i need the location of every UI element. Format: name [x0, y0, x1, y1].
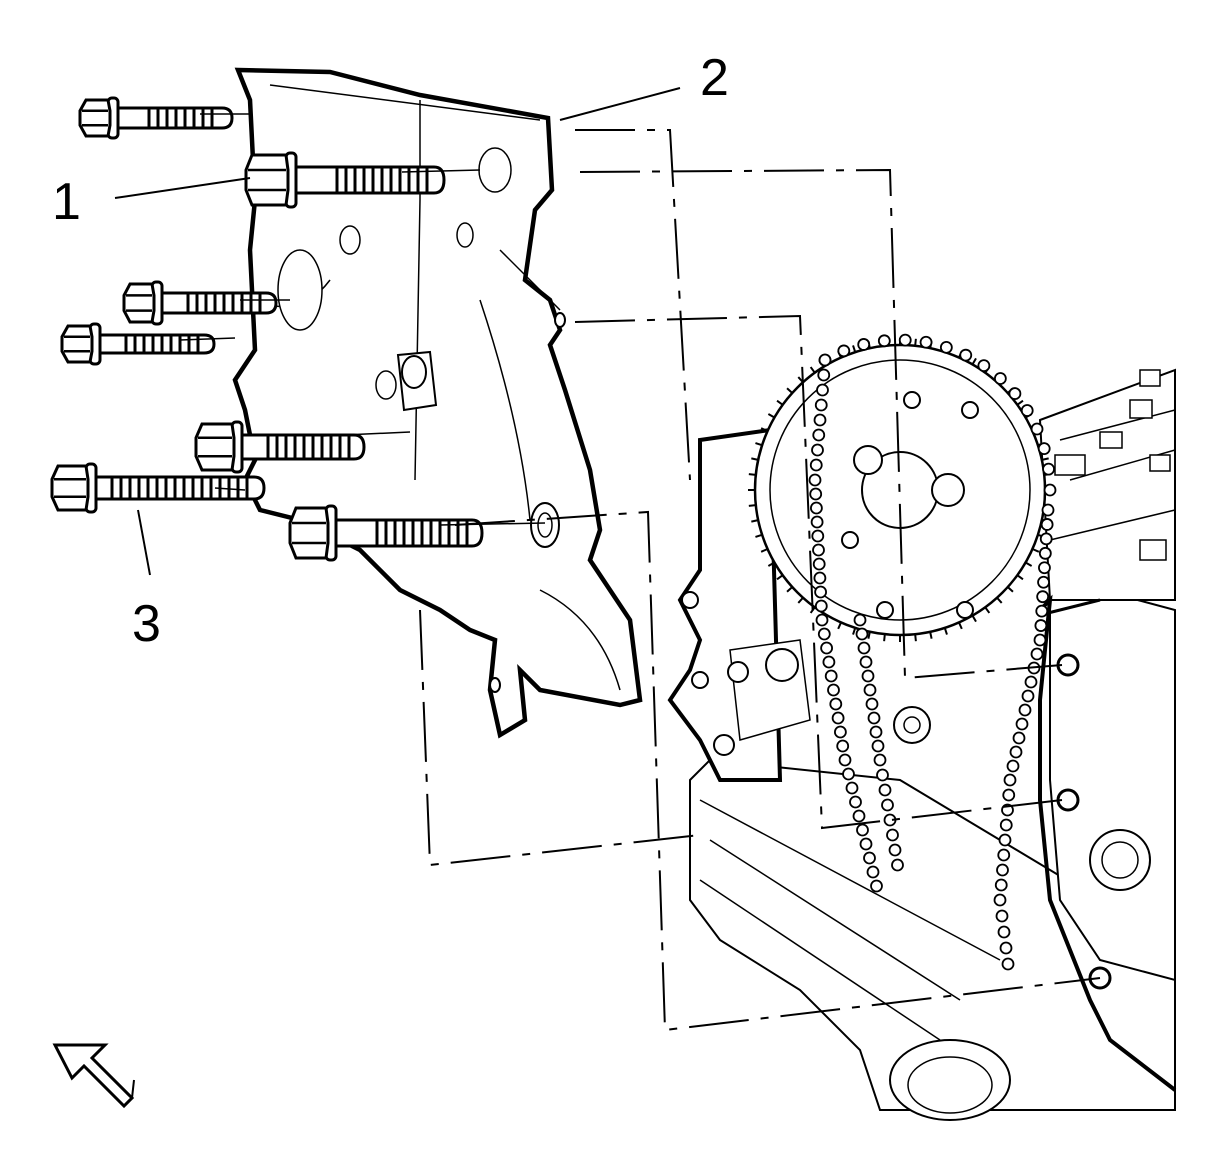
callout-leaders	[114, 87, 681, 576]
alignment-lines	[419, 129, 1101, 1032]
bolt-hole-leaders	[179, 113, 546, 526]
engine-block	[667, 368, 1177, 1121]
hex-bolt-icon	[60, 322, 216, 366]
hex-bolt-icon	[288, 504, 484, 562]
hex-bolt-icon	[244, 151, 446, 209]
hex-bolt-icon	[50, 462, 266, 514]
engine-front-cover	[232, 67, 643, 739]
hex-bolt-icon	[122, 280, 278, 326]
hex-bolt-icon	[194, 420, 366, 474]
callout-1: 1	[52, 173, 81, 231]
bolt-set	[50, 96, 484, 562]
callout-3: 3	[132, 595, 161, 653]
hex-bolt-icon	[78, 96, 234, 140]
callout-2: 2	[700, 49, 729, 107]
view-direction-arrow-icon	[52, 1043, 135, 1109]
